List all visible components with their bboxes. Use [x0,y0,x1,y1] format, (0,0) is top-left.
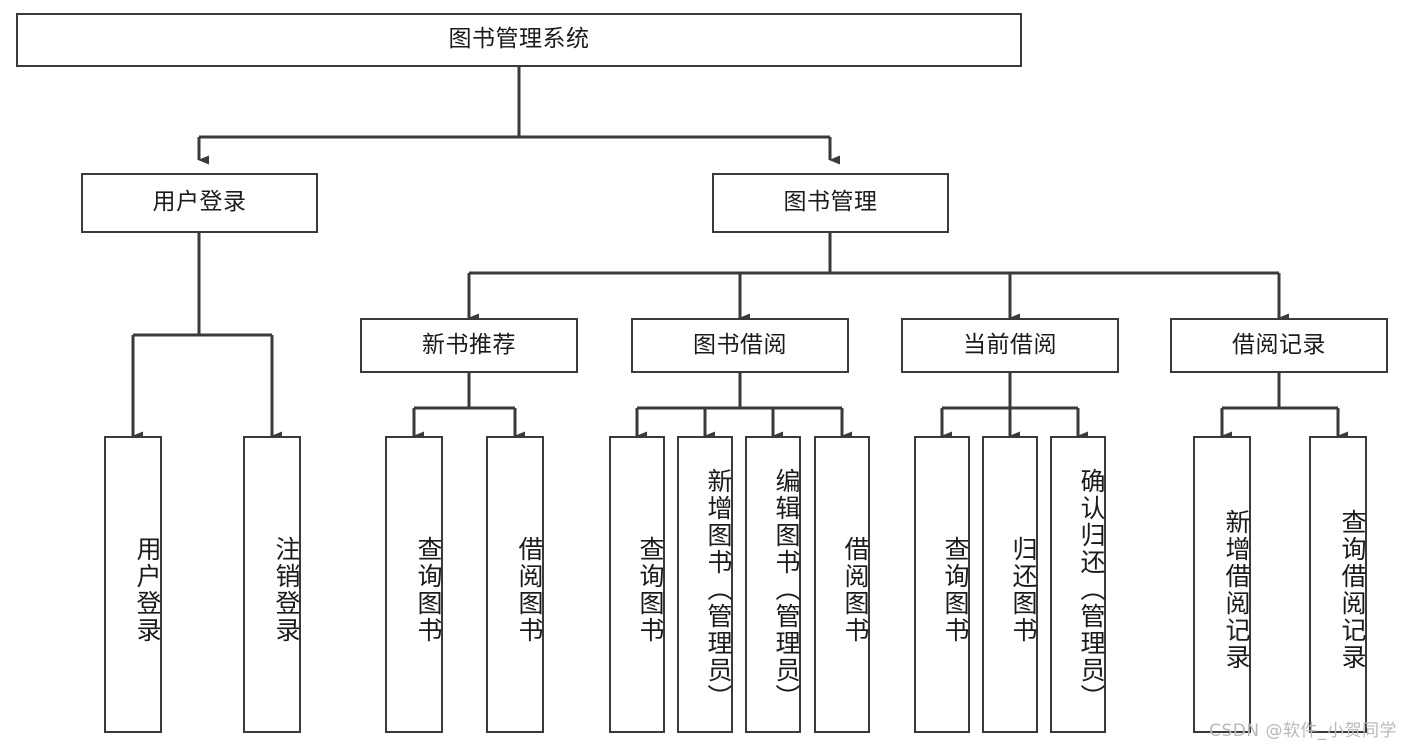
node-leaf-logout[interactable]: 注销登录 [243,436,301,733]
node-book-borrow[interactable]: 图书借阅 [631,318,849,373]
node-leaf-borrow-edit-book-admin[interactable]: 编辑图书（管理员） [745,436,801,733]
node-leaf-user-login-label: 用户登录 [133,535,162,644]
node-leaf-current-confirm-return-admin-label: 确认归还（管理员） [1077,468,1106,711]
node-leaf-user-login[interactable]: 用户登录 [104,436,162,733]
node-leaf-record-query-record[interactable]: 查询借阅记录 [1309,436,1367,733]
node-leaf-current-query-book[interactable]: 查询图书 [914,436,970,733]
node-book-management[interactable]: 图书管理 [712,173,949,233]
node-leaf-newbooks-query-book[interactable]: 查询图书 [385,436,443,733]
node-leaf-borrow-borrow-book[interactable]: 借阅图书 [814,436,870,733]
node-leaf-borrow-query-book[interactable]: 查询图书 [609,436,665,733]
node-leaf-record-add-record-label: 新增借阅记录 [1222,508,1251,671]
node-book-management-label: 图书管理 [783,189,878,216]
node-root-label: 图书管理系统 [448,26,590,53]
node-leaf-newbooks-borrow-book[interactable]: 借阅图书 [486,436,544,733]
node-user-login-label: 用户登录 [152,189,247,216]
node-leaf-record-query-record-label: 查询借阅记录 [1338,508,1367,671]
node-leaf-borrow-query-book-label: 查询图书 [636,535,665,644]
node-leaf-newbooks-query-book-label: 查询图书 [414,535,443,644]
node-book-borrow-label: 图书借阅 [693,331,787,358]
node-current-borrow-label: 当前借阅 [963,331,1057,358]
node-leaf-current-return-book-label: 归还图书 [1009,535,1038,644]
node-current-borrow[interactable]: 当前借阅 [901,318,1119,373]
node-leaf-current-query-book-label: 查询图书 [941,535,970,644]
node-borrow-record-label: 借阅记录 [1232,331,1326,358]
node-user-login[interactable]: 用户登录 [81,173,318,233]
node-leaf-borrow-edit-book-admin-label: 编辑图书（管理员） [772,468,801,711]
node-leaf-borrow-borrow-book-label: 借阅图书 [841,535,870,644]
node-leaf-current-confirm-return-admin[interactable]: 确认归还（管理员） [1050,436,1106,733]
node-leaf-newbooks-borrow-book-label: 借阅图书 [515,535,544,644]
node-borrow-record[interactable]: 借阅记录 [1170,318,1388,373]
node-leaf-borrow-add-book-admin[interactable]: 新增图书（管理员） [677,436,733,733]
node-leaf-borrow-add-book-admin-label: 新增图书（管理员） [704,468,733,711]
node-leaf-record-add-record[interactable]: 新增借阅记录 [1193,436,1251,733]
node-leaf-logout-label: 注销登录 [272,535,301,644]
node-leaf-current-return-book[interactable]: 归还图书 [982,436,1038,733]
node-new-book-recommend-label: 新书推荐 [422,331,516,358]
node-root-book-management-system[interactable]: 图书管理系统 [16,13,1022,67]
csdn-watermark: CSDN @软件_小贺同学 [1209,721,1397,741]
node-new-book-recommend[interactable]: 新书推荐 [360,318,578,373]
